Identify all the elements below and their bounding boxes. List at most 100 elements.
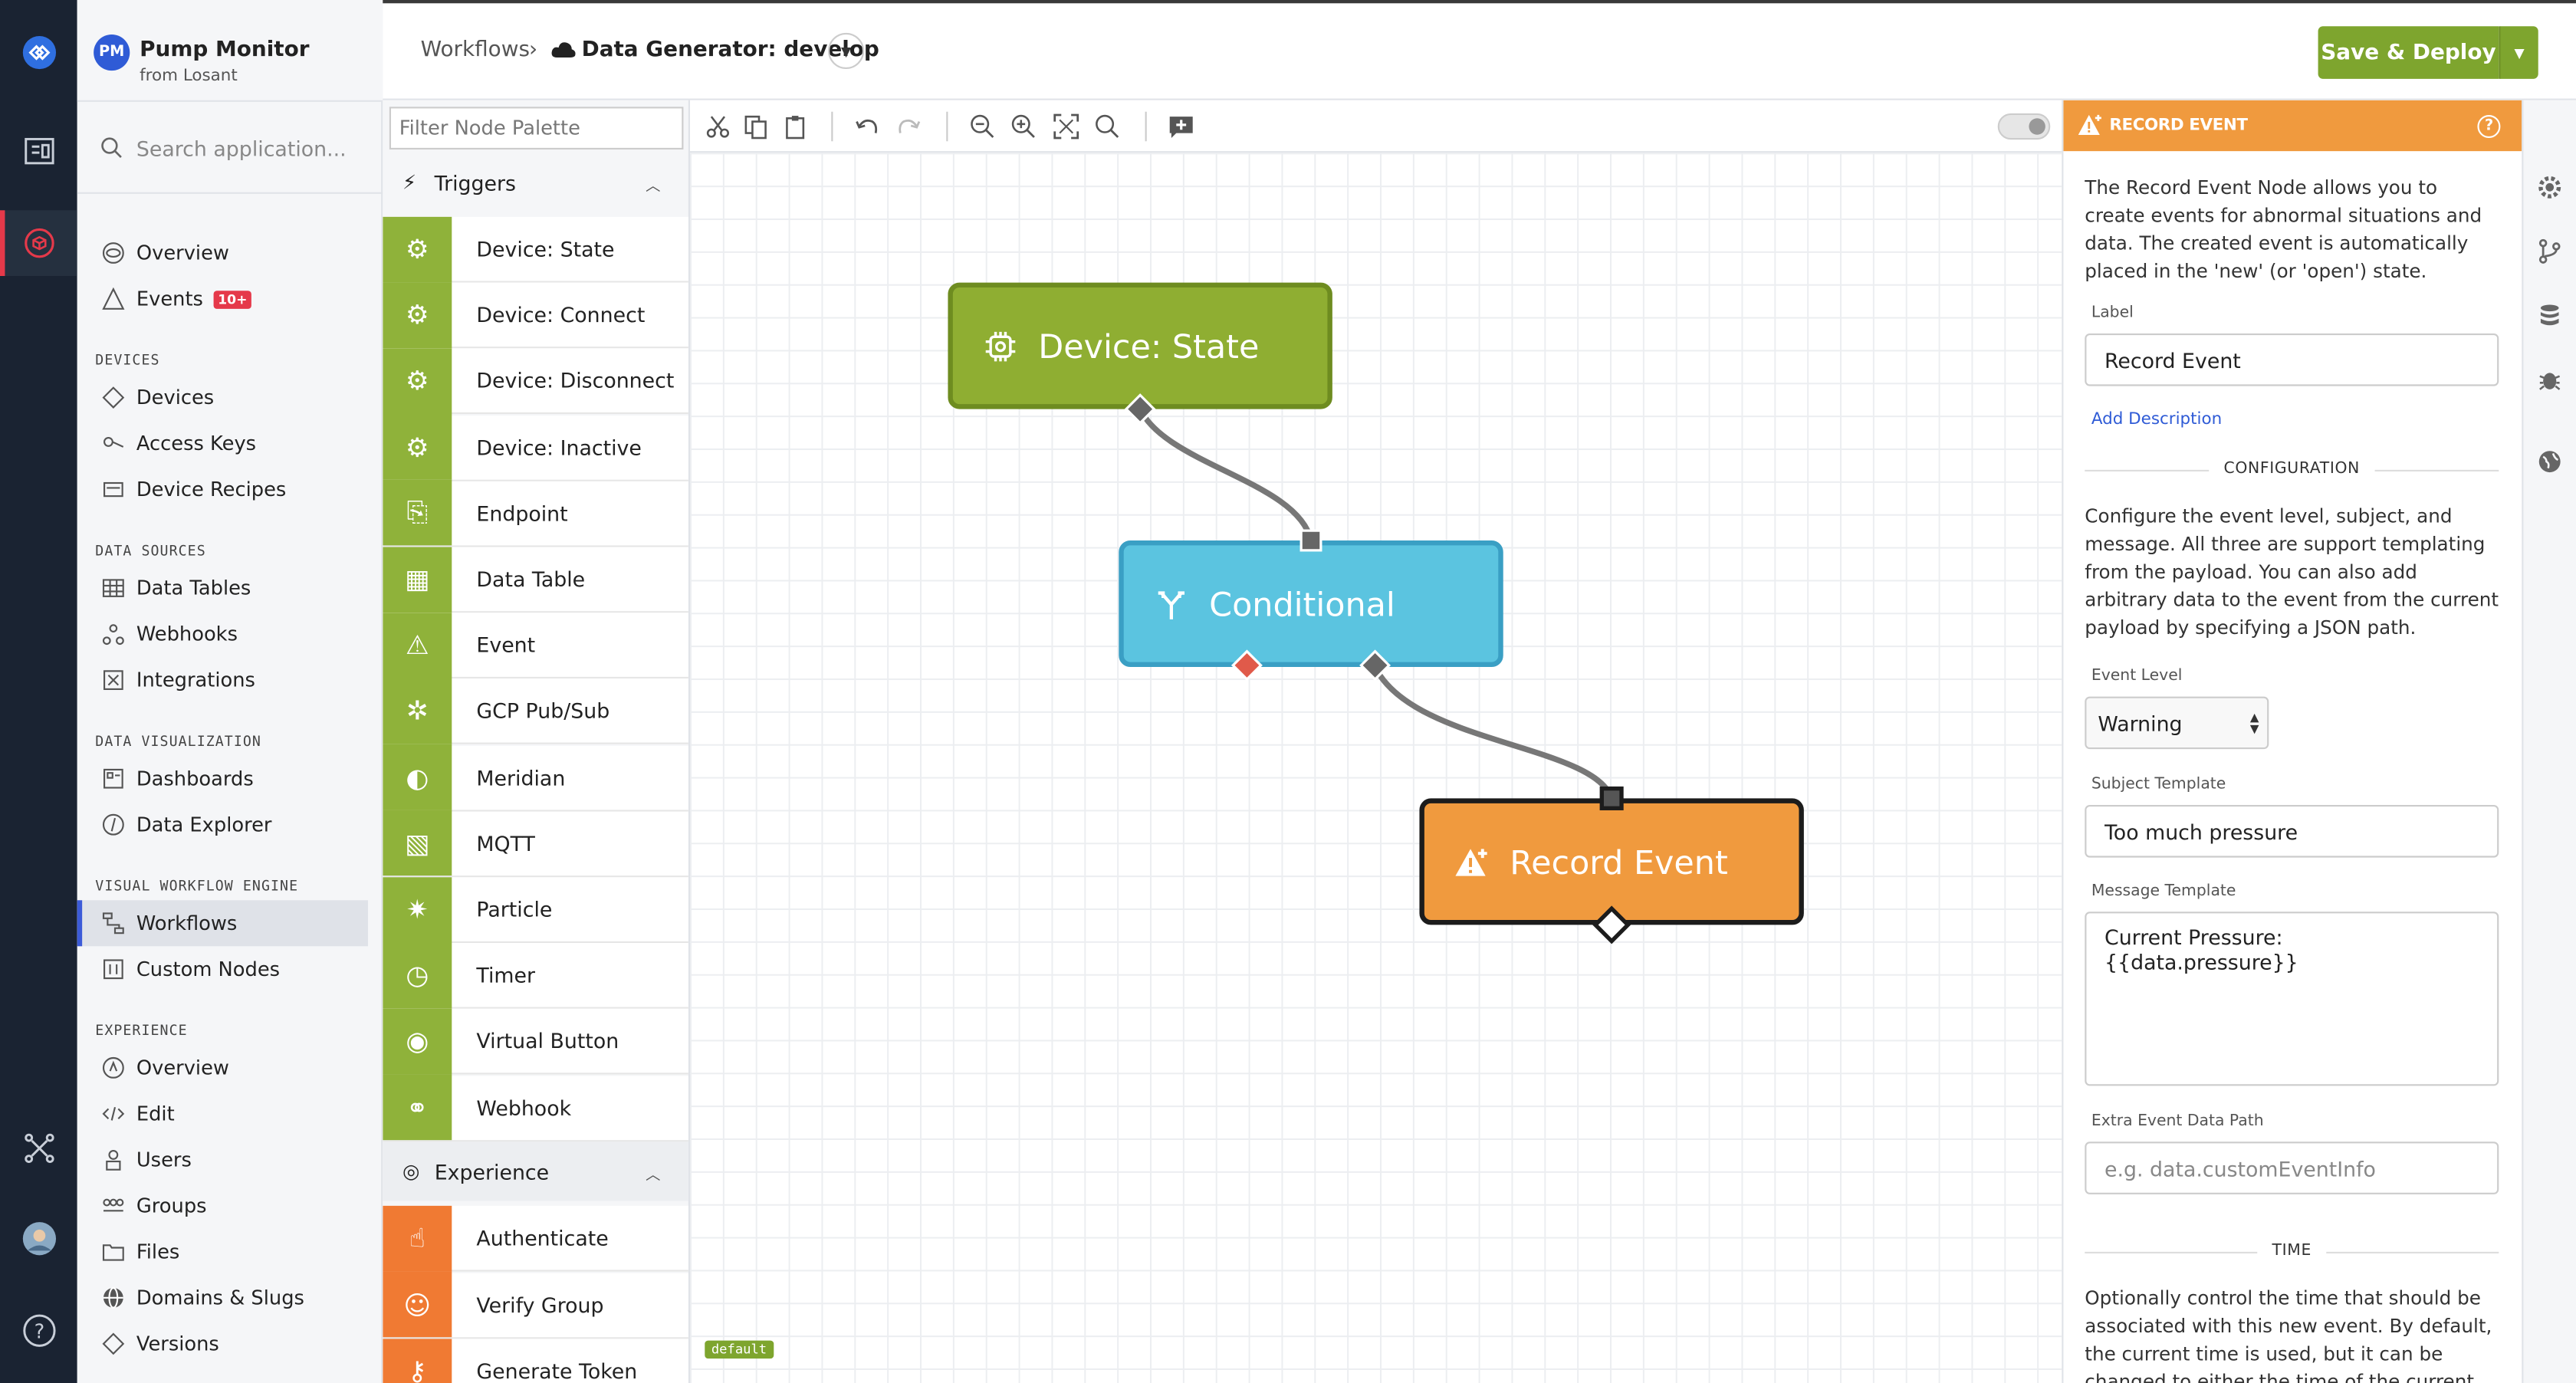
workflow-icon xyxy=(100,911,125,935)
zoom-out-icon[interactable] xyxy=(969,113,995,140)
chevron-up-icon[interactable]: ︿ xyxy=(646,1168,661,1184)
sidebar-item-device-recipes[interactable]: Device Recipes xyxy=(77,467,383,513)
sidebar-item-label: Overview xyxy=(136,1056,229,1079)
sidebar-item-devices[interactable]: Devices xyxy=(77,375,383,421)
zoom-in-icon[interactable] xyxy=(1010,113,1037,140)
cut-icon[interactable] xyxy=(705,113,731,140)
chevron-up-icon[interactable]: ︿ xyxy=(646,179,661,195)
undo-icon[interactable] xyxy=(854,113,880,140)
event-level-value: Warning xyxy=(2098,710,2183,735)
false-output-port[interactable] xyxy=(1230,649,1263,682)
palette-node[interactable]: ▧MQTT xyxy=(383,810,688,877)
message-template-input[interactable]: Current Pressure: {{data.pressure}} xyxy=(2085,912,2499,1086)
palette-node[interactable]: ✲GCP Pub/Sub xyxy=(383,678,688,745)
sidebar-item-data-tables[interactable]: Data Tables xyxy=(77,565,383,611)
sidebar-item-files[interactable]: Files xyxy=(77,1229,383,1275)
extra-data-path-input[interactable] xyxy=(2085,1142,2499,1194)
add-description-link[interactable]: Add Description xyxy=(2091,410,2223,429)
palette-node[interactable]: ⚙Device: Connect xyxy=(383,281,688,349)
bug-icon[interactable] xyxy=(2537,366,2563,393)
sidebar-item-edit[interactable]: Edit xyxy=(77,1091,383,1137)
palette-node[interactable]: ✷Particle xyxy=(383,876,688,943)
palette-group-experience[interactable]: ◎ Experience ︿ xyxy=(383,1142,688,1201)
cube-icon[interactable] xyxy=(0,210,77,276)
node-device-state[interactable]: Device: State xyxy=(948,282,1332,409)
search-input[interactable] xyxy=(136,130,366,166)
sidebar-item-experience-overview[interactable]: Overview xyxy=(77,1045,383,1091)
palette-node[interactable]: ◉Virtual Button xyxy=(383,1008,688,1076)
palette-node[interactable]: ⚙Device: Inactive xyxy=(383,414,688,481)
input-port[interactable] xyxy=(1298,527,1324,554)
sidebar-item-label: Dashboards xyxy=(136,767,254,790)
gear-icon[interactable] xyxy=(2537,174,2563,200)
palette-node[interactable]: ⚭Webhook xyxy=(383,1074,688,1142)
redo-icon[interactable] xyxy=(895,113,922,140)
event-level-select[interactable]: Warning ▲▼ xyxy=(2085,696,2269,750)
palette-node[interactable]: ⚙Device: State xyxy=(383,215,688,283)
branch-icon[interactable] xyxy=(2537,238,2563,264)
output-port[interactable] xyxy=(1592,905,1631,944)
sidebar-item-custom-nodes[interactable]: Custom Nodes xyxy=(77,946,383,992)
wire-conditional-to-record xyxy=(1372,665,1615,800)
fit-icon[interactable] xyxy=(1053,113,1079,140)
label-input[interactable] xyxy=(2085,333,2499,386)
group-icon xyxy=(100,1194,125,1218)
dashboard-icon[interactable] xyxy=(0,118,77,184)
sidebar-item-versions[interactable]: Versions xyxy=(77,1321,383,1367)
losant-logo-icon[interactable] xyxy=(0,20,77,86)
workflow-canvas[interactable]: Device: State Conditional Record Event d… xyxy=(690,153,2062,1383)
subject-template-input[interactable] xyxy=(2085,805,2499,858)
save-deploy-button[interactable]: Save & Deploy xyxy=(2318,26,2499,79)
help-icon[interactable]: ? xyxy=(0,1298,77,1364)
app-header[interactable]: PM Pump Monitor from Losant xyxy=(77,0,383,102)
sidebar-item-domains[interactable]: Domains & Slugs xyxy=(77,1275,383,1321)
output-port[interactable] xyxy=(1124,393,1157,425)
zoom-reset-icon[interactable] xyxy=(1094,113,1120,140)
chevron-down-icon[interactable]: ▼ xyxy=(828,32,865,69)
node-palette: ⚡ Triggers ︿ ⚙Device: State⚙Device: Conn… xyxy=(383,100,690,1383)
trigger-node-icon: ⚠ xyxy=(383,612,452,678)
database-icon[interactable] xyxy=(2537,302,2563,328)
palette-node[interactable]: ⚷Generate Token xyxy=(383,1338,688,1383)
copy-icon[interactable] xyxy=(743,113,769,140)
sidebar-item-users[interactable]: Users xyxy=(77,1137,383,1183)
trigger-node-icon: ⚙ xyxy=(383,414,452,480)
sidebar-item-overview[interactable]: Overview xyxy=(77,230,383,276)
network-icon[interactable] xyxy=(0,1115,77,1181)
save-options-dropdown[interactable]: ▼ xyxy=(2499,26,2538,79)
cloud-icon xyxy=(551,42,576,57)
sidebar-item-events[interactable]: Events 10+ xyxy=(77,276,383,322)
palette-node[interactable]: ⚙Device: Disconnect xyxy=(383,348,688,415)
palette-filter-input[interactable] xyxy=(389,107,684,149)
palette-group-triggers[interactable]: ⚡ Triggers ︿ xyxy=(383,153,688,212)
add-comment-icon[interactable] xyxy=(1168,113,1194,140)
palette-node[interactable]: ☝Authenticate xyxy=(383,1204,688,1272)
configuration-divider: CONFIGURATION xyxy=(2085,460,2499,480)
sidebar-item-data-explorer[interactable]: Data Explorer xyxy=(77,802,383,848)
canvas-toggle[interactable] xyxy=(1997,113,2051,140)
paste-icon[interactable] xyxy=(782,113,808,140)
palette-node[interactable]: ▦Data Table xyxy=(383,546,688,613)
true-output-port[interactable] xyxy=(1359,649,1392,682)
palette-node[interactable]: ⚠Event xyxy=(383,612,688,679)
node-conditional[interactable]: Conditional xyxy=(1119,540,1503,667)
palette-node[interactable]: ⎘Endpoint xyxy=(383,480,688,547)
sidebar-item-groups[interactable]: Groups xyxy=(77,1183,383,1229)
help-icon[interactable]: ? xyxy=(2477,115,2501,138)
palette-node[interactable]: ◷Timer xyxy=(383,942,688,1010)
node-record-event[interactable]: Record Event xyxy=(1419,798,1804,925)
input-port[interactable] xyxy=(1598,785,1625,811)
sidebar-item-label: Events xyxy=(136,287,203,310)
sidebar-item-webhooks[interactable]: Webhooks xyxy=(77,611,383,657)
palette-node[interactable]: ◐Meridian xyxy=(383,744,688,811)
sidebar-item-dashboards[interactable]: Dashboards xyxy=(77,756,383,802)
globe-icon[interactable] xyxy=(2537,448,2563,475)
user-avatar[interactable] xyxy=(0,1206,77,1272)
sidebar-item-workflows[interactable]: Workflows xyxy=(77,900,368,947)
sidebar-item-integrations[interactable]: Integrations xyxy=(77,657,383,703)
sidebar-item-access-keys[interactable]: Access Keys xyxy=(77,421,383,467)
palette-node-label: Particle xyxy=(476,897,553,922)
palette-node[interactable]: ☺Verify Group xyxy=(383,1271,688,1339)
sidebar-item-label: Integrations xyxy=(136,669,255,692)
breadcrumb-workflows[interactable]: Workflows xyxy=(420,38,531,63)
